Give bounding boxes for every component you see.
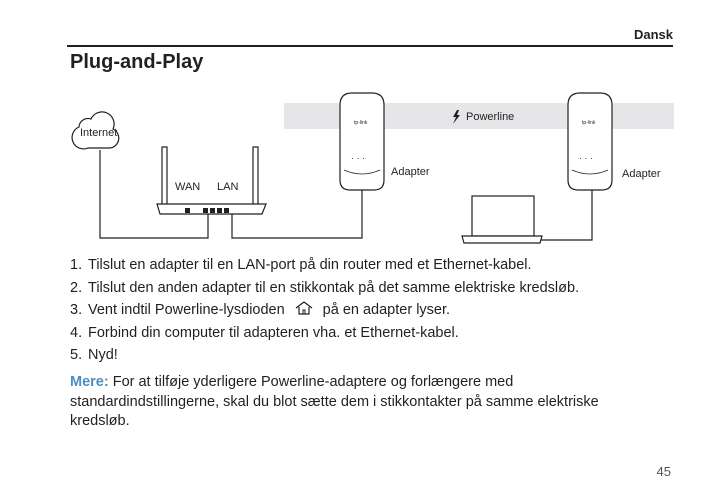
step-number: 1. — [70, 254, 88, 276]
powerline-led-icon — [293, 300, 315, 316]
note-label: Mere: — [70, 374, 109, 390]
wan-label: WAN — [175, 181, 200, 193]
powerline-label: Powerline — [466, 111, 514, 123]
page-number: 45 — [657, 464, 671, 479]
internet-label: Internet — [80, 127, 117, 139]
step-number: 2. — [70, 277, 88, 299]
laptop-icon — [462, 196, 542, 243]
list-item: 5.Nyd! — [70, 344, 579, 367]
step-text: Tilslut den anden adapter til en stikkon… — [88, 280, 579, 296]
lan-label: LAN — [217, 181, 238, 193]
note-paragraph: Mere: For at tilføje yderligere Powerlin… — [70, 373, 650, 432]
step-text: på en adapter lyser. — [323, 302, 450, 318]
step-number: 3. — [70, 299, 88, 321]
internet-cable — [100, 150, 208, 238]
brand-label: tp-link — [354, 120, 368, 126]
list-item: 3.Vent indtil Powerline-lysdioden på en … — [70, 299, 579, 322]
list-item: 2.Tilslut den anden adapter til en stikk… — [70, 277, 579, 300]
adapter2-label: Adapter — [622, 168, 661, 180]
list-item: 4.Forbind din computer til adapteren vha… — [70, 322, 579, 345]
network-diagram: Internet WAN LAN tp-link · · · Adapter P… — [0, 0, 709, 250]
step-text: Vent indtil Powerline-lysdioden — [88, 302, 285, 318]
brand-label: tp-link — [582, 120, 596, 126]
step-text: Forbind din computer til adapteren vha. … — [88, 325, 459, 341]
adapter2-leds: · · · — [579, 153, 593, 163]
step-number: 5. — [70, 344, 88, 366]
step-text: Tilslut en adapter til en LAN-port på di… — [88, 257, 532, 273]
laptop-cable — [536, 188, 592, 240]
steps-list: 1.Tilslut en adapter til en LAN-port på … — [70, 254, 579, 367]
note-text: For at tilføje yderligere Powerline-adap… — [70, 374, 599, 429]
powerline-adapter-icon — [340, 93, 384, 190]
list-item: 1.Tilslut en adapter til en LAN-port på … — [70, 254, 579, 277]
adapter1-label: Adapter — [391, 166, 430, 178]
router-icon — [157, 147, 266, 214]
adapter1-leds: · · · — [351, 153, 365, 163]
powerline-adapter-icon — [568, 93, 612, 190]
step-number: 4. — [70, 322, 88, 344]
step-text: Nyd! — [88, 347, 118, 363]
